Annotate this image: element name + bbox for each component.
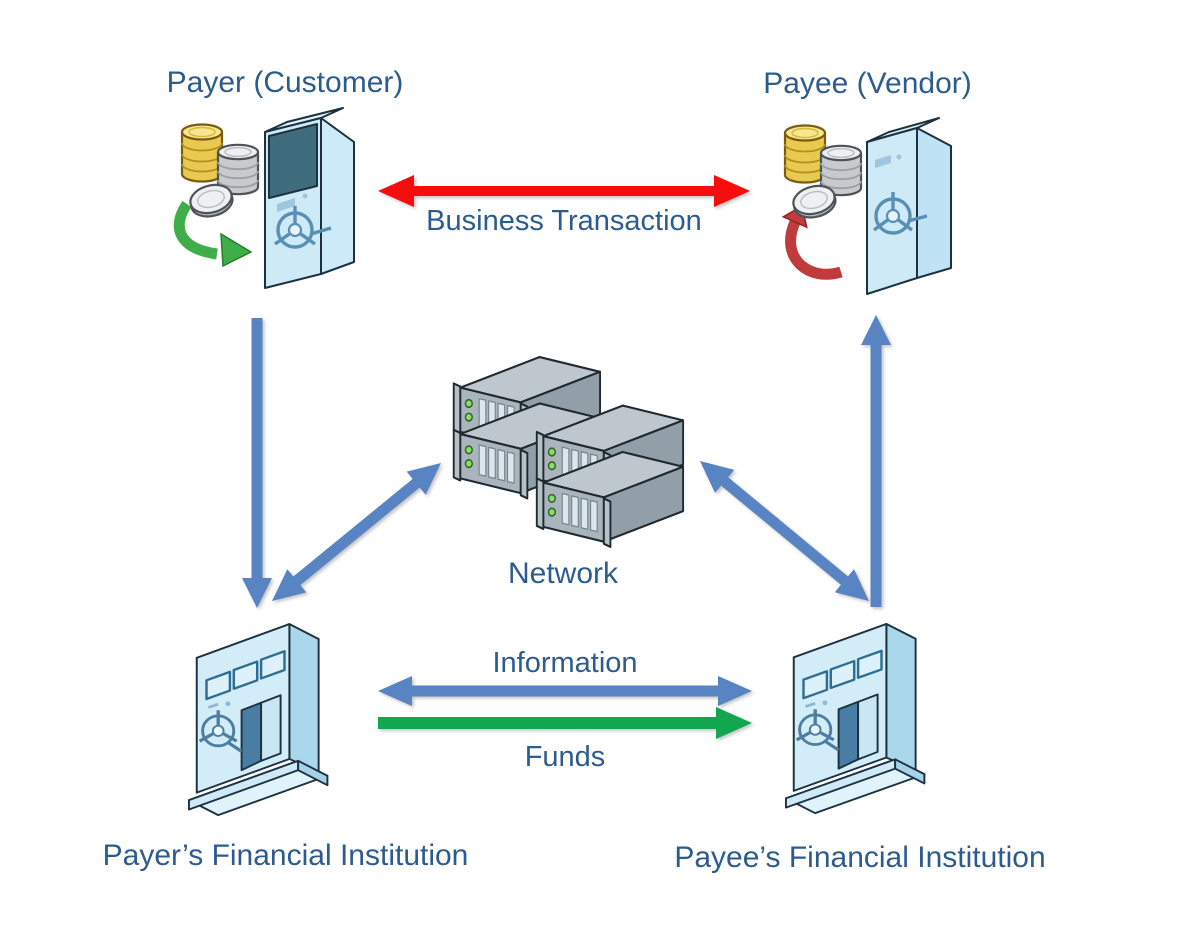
payee-label: Payee (Vendor): [763, 67, 972, 100]
payer-label: Payer (Customer): [166, 66, 404, 99]
vault-wheel-icon: [872, 192, 928, 235]
payer-fi-label: Payer’s Financial Institution: [102, 839, 469, 872]
coins-icon: [180, 123, 260, 196]
business-transaction-label: Business Transaction: [426, 205, 702, 237]
network-label: Network: [507, 557, 619, 590]
network-payeefi-arrow: [700, 461, 869, 601]
funds-label: Funds: [524, 741, 606, 773]
payer-fi-vault-building-icon: [187, 622, 330, 817]
business-transaction-arrow: [378, 175, 750, 207]
coins-vault-closed-icon: [781, 117, 952, 295]
coins-vault-open-icon: [173, 107, 355, 289]
funds-arrow: [378, 707, 752, 739]
information-arrow: [378, 676, 752, 706]
information-label: Information: [492, 647, 638, 679]
payee-fi-label: Payee’s Financial Institution: [674, 841, 1046, 874]
coins-icon: [783, 124, 863, 197]
outgoing-funds-arrow-icon: [173, 200, 253, 268]
server-rack-icon: [452, 355, 685, 548]
payerfi-network-arrow: [272, 463, 441, 601]
payer-to-payerfi-arrow: [242, 318, 272, 608]
vault-wheel-icon: [274, 206, 332, 249]
payee-fi-vault-building-icon: [784, 622, 927, 815]
payeefi-to-payee-arrow: [861, 315, 891, 607]
